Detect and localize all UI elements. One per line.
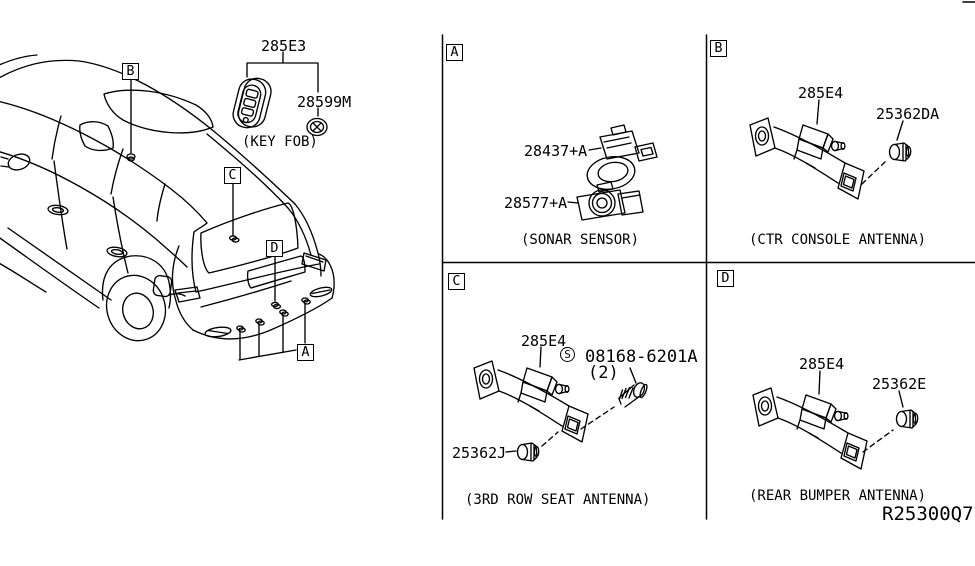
key-fob-art xyxy=(232,51,328,137)
caption-sonar-sensor: (SONAR SENSOR) xyxy=(521,232,640,248)
standard-part-symbol: S xyxy=(560,347,575,362)
caption-3rd-row-seat-antenna: (3RD ROW SEAT ANTENNA) xyxy=(465,492,651,508)
drawing-reference-number: R25300Q7 xyxy=(882,503,974,525)
callout-box-roof: B xyxy=(122,63,139,80)
panel-d-box: D xyxy=(717,270,734,287)
part-label-screw: 08168-6201A xyxy=(585,347,698,367)
panel-dividers xyxy=(441,1,975,520)
part-label-sonar-sensor-1: 28437+A xyxy=(524,142,588,160)
sonar-sensor-art xyxy=(567,124,658,221)
panel-c-box: C xyxy=(448,273,465,290)
part-label-rear-bumper-clip: 25362E xyxy=(872,375,927,393)
part-label-key-fob: 285E3 xyxy=(261,37,307,55)
vehicle-line-art xyxy=(0,54,335,361)
part-label-ctr-antenna-clip: 25362DA xyxy=(876,105,940,123)
ctr-console-antenna-art xyxy=(749,99,912,200)
callout-box-bumper: D xyxy=(266,240,283,257)
part-label-ctr-antenna: 285E4 xyxy=(798,84,844,102)
panel-b-box: B xyxy=(710,40,727,57)
part-label-sonar-sensor-2: 28577+A xyxy=(504,194,568,212)
callout-box-liftgate: C xyxy=(224,167,241,184)
screw-art xyxy=(618,382,648,408)
panel-a-box: A xyxy=(446,44,463,61)
part-label-3rd-row-antenna: 285E4 xyxy=(521,332,567,350)
caption-key-fob: (KEY FOB) xyxy=(242,134,318,150)
rear-bumper-antenna-art xyxy=(752,370,919,470)
part-label-rear-bumper-antenna: 285E4 xyxy=(799,355,845,373)
caption-rear-bumper-antenna: (REAR BUMPER ANTENNA) xyxy=(749,488,927,504)
callout-box-sonar: A xyxy=(297,344,314,361)
part-label-fob-battery: 28599M xyxy=(297,93,352,111)
third-row-seat-antenna-art xyxy=(473,346,648,462)
screw-quantity: (2) xyxy=(588,363,619,383)
part-label-3rd-row-clip: 25362J xyxy=(452,444,507,462)
caption-ctr-console-antenna: (CTR CONSOLE ANTENNA) xyxy=(749,232,927,248)
